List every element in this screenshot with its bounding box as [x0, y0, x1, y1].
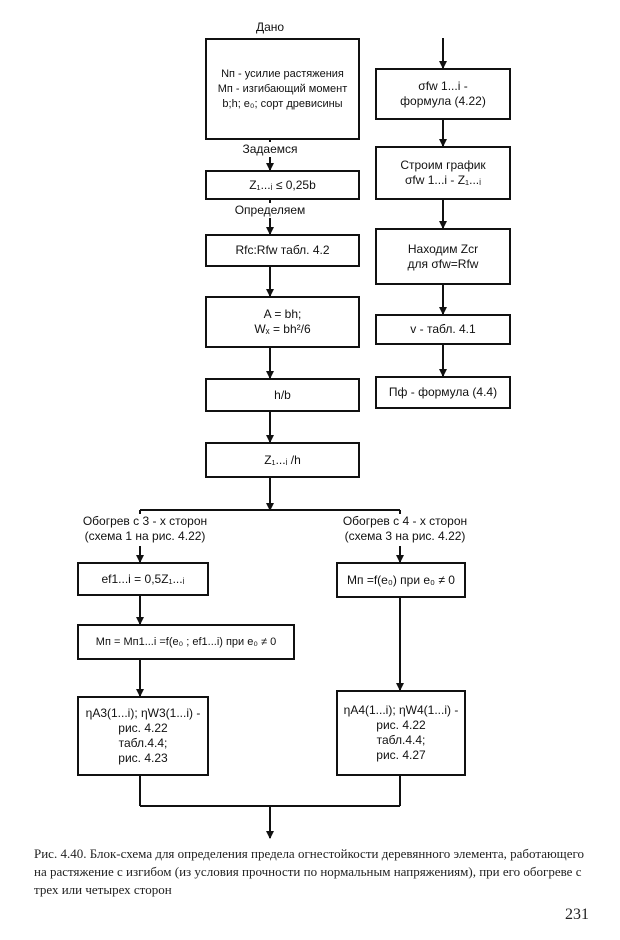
given-dims: b;h; e₀; сорт древисины — [222, 97, 343, 110]
sigma-formula-line1: σfw 1...i - — [418, 79, 468, 93]
given-force: Nп - усилие растяжения — [221, 67, 344, 80]
box-p-formula: Пф - формула (4.4) — [375, 376, 511, 409]
eta4-line3: табл.4.4; — [376, 733, 426, 747]
box-z-assume: Z₁...ᵢ ≤ 0,25b — [205, 170, 360, 200]
r-table-text: Rfc:Rfw табл. 4.2 — [235, 243, 330, 257]
label-given: Дано — [240, 20, 300, 35]
z-assume-text: Z₁...ᵢ ≤ 0,25b — [249, 177, 316, 192]
label-heat4-line2: (схема 3 на рис. 4.22) — [344, 529, 466, 543]
label-determine: Определяем — [220, 203, 320, 218]
find-zcr-line1: Находим Zcr — [407, 241, 479, 256]
h-b-text: h/b — [274, 387, 291, 402]
box-m-n-left: Mп = Mп1...i =f(e₀ ; ef1...i) при e₀ ≠ 0 — [77, 624, 295, 660]
sigma-formula-line2: формула (4.22) — [400, 94, 486, 108]
eta3-line4: рис. 4.23 — [118, 751, 168, 765]
box-eta3: ηA3(1...i); ηW3(1...i) - рис. 4.22 табл.… — [77, 696, 209, 776]
label-heat3-line1: Обогрев с 3 - х сторон — [82, 514, 208, 528]
box-area: A = bh; Wₓ = bh²/6 — [205, 296, 360, 348]
eta3-line1: ηA3(1...i); ηW3(1...i) - — [85, 706, 201, 720]
find-zcr-line2: для σfw=Rfw — [407, 256, 479, 271]
build-graph-line2: σfw 1...i - Z₁...ᵢ — [404, 173, 481, 187]
box-v-table: v - табл. 4.1 — [375, 314, 511, 345]
box-build-graph: Строим график σfw 1...i - Z₁...ᵢ — [375, 146, 511, 200]
eta4-line4: рис. 4.27 — [376, 748, 426, 762]
label-assume: Задаемся — [225, 142, 315, 157]
m-n-left-text: Mп = Mп1...i =f(e₀ ; ef1...i) при e₀ ≠ 0 — [95, 635, 277, 648]
label-heat3-line2: (схема 1 на рис. 4.22) — [84, 529, 206, 543]
label-heat4-line1: Обогрев с 4 - х сторон — [342, 514, 468, 528]
box-z-h: Z₁...ᵢ /h — [205, 442, 360, 478]
eta3-line3: табл.4.4; — [118, 736, 168, 750]
m-n-right-text: Mп =f(e₀) при e₀ ≠ 0 — [347, 572, 455, 587]
given-moment: Mп - изгибающий момент — [217, 82, 348, 95]
page-number: 231 — [565, 906, 589, 923]
eta4-line1: ηA4(1...i); ηW4(1...i) - — [343, 703, 459, 717]
p-formula-text: Пф - формула (4.4) — [388, 385, 498, 399]
figure-caption: Рис. 4.40. Блок-схема для определения пр… — [34, 846, 584, 897]
eta3-line2: рис. 4.22 — [118, 721, 168, 735]
label-heat4: Обогрев с 4 - х сторон (схема 3 на рис. … — [315, 514, 495, 544]
box-given-data: Nп - усилие растяжения Mп - изгибающий м… — [205, 38, 360, 140]
box-r-table: Rfc:Rfw табл. 4.2 — [205, 234, 360, 267]
build-graph-line1: Строим график — [400, 158, 486, 172]
area-text: A = bh; — [263, 307, 302, 321]
e-f-text: ef1...i = 0,5Z₁...ᵢ — [101, 571, 185, 586]
box-h-b: h/b — [205, 378, 360, 412]
v-table-text: v - табл. 4.1 — [410, 322, 476, 336]
box-e-f: ef1...i = 0,5Z₁...ᵢ — [77, 562, 209, 596]
label-heat3: Обогрев с 3 - х сторон (схема 1 на рис. … — [55, 514, 235, 544]
box-sigma-formula: σfw 1...i - формула (4.22) — [375, 68, 511, 120]
box-find-zcr: Находим Zcr для σfw=Rfw — [375, 228, 511, 285]
z-h-text: Z₁...ᵢ /h — [264, 452, 301, 467]
eta4-line2: рис. 4.22 — [376, 718, 426, 732]
wx-text: Wₓ = bh²/6 — [254, 322, 311, 336]
box-eta4: ηA4(1...i); ηW4(1...i) - рис. 4.22 табл.… — [336, 690, 466, 776]
box-m-n-right: Mп =f(e₀) при e₀ ≠ 0 — [336, 562, 466, 598]
